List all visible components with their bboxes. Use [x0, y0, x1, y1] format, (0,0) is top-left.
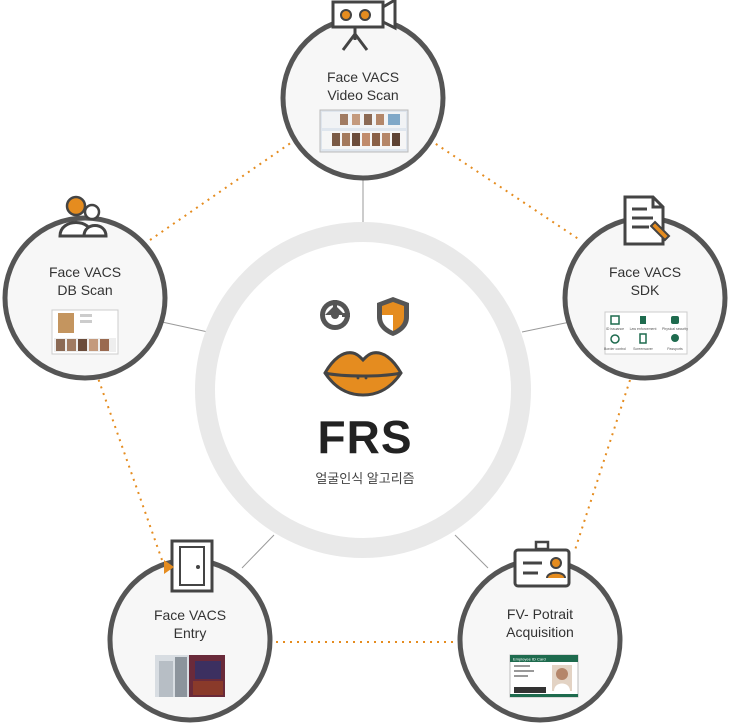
node-sdk: ID issuance Law enforcement Physical sec… — [562, 195, 728, 381]
spokes — [161, 175, 571, 569]
spoke-db — [161, 321, 209, 333]
label-sdk: Face VACS SDK — [570, 263, 720, 299]
document-pen-icon — [623, 195, 671, 246]
door-icon — [164, 539, 214, 593]
sdk-item-2: Physical security — [662, 327, 688, 331]
spoke-entry — [241, 534, 275, 569]
spoke-acquisition — [454, 534, 489, 569]
entry-line2: Entry — [173, 625, 207, 641]
node-acquisition: Employee ID Card — [457, 540, 623, 723]
label-db-scan: Face VACS DB Scan — [10, 263, 160, 299]
sdk-item-5: Passports — [667, 347, 683, 351]
connector-video-sdk — [429, 139, 581, 241]
center-outer-ring — [195, 222, 531, 558]
acquisition-line2: Acquisition — [506, 624, 574, 640]
db-scan-line1: Face VACS — [48, 264, 122, 280]
center-subtitle: 얼굴인식 알고리즘 — [315, 471, 415, 486]
label-acquisition: FV- Potrait Acquisition — [465, 605, 615, 641]
dotted-connectors — [97, 139, 631, 643]
video-camera-icon — [331, 0, 397, 51]
lips-icon — [323, 351, 403, 397]
acquisition-line1: FV- Potrait — [506, 606, 574, 622]
users-icon — [58, 195, 108, 238]
entry-photo — [155, 655, 225, 697]
center-title: FRS — [317, 411, 413, 463]
video-scan-line1: Face VACS — [326, 69, 400, 85]
sdk-line1: Face VACS — [608, 264, 682, 280]
sdk-thumbnail: ID issuance Law enforcement Physical sec… — [604, 311, 688, 355]
node-video-scan — [280, 0, 446, 181]
node-entry — [107, 539, 273, 723]
employee-id-card: Employee ID Card — [509, 654, 579, 698]
connector-entry-db — [97, 377, 163, 561]
shield-icon — [377, 297, 409, 336]
connector-db-video — [149, 139, 296, 241]
video-scan-screenshot — [319, 109, 409, 153]
db-scan-line2: DB Scan — [57, 282, 113, 298]
id-badge-icon — [513, 540, 571, 588]
label-video-scan: Face VACS Video Scan — [288, 68, 438, 104]
id-card-header: Employee ID Card — [513, 657, 546, 662]
label-entry: Face VACS Entry — [115, 606, 265, 642]
sdk-item-0: ID issuance — [606, 327, 624, 331]
sdk-item-1: Law enforcement — [630, 327, 657, 331]
video-scan-line2: Video Scan — [327, 87, 399, 103]
entry-line1: Face VACS — [153, 607, 227, 623]
connector-sdk-acquisition — [574, 379, 631, 551]
spoke-sdk — [521, 321, 571, 333]
db-scan-screenshot — [51, 309, 119, 355]
sdk-item-3: Border control — [604, 347, 626, 351]
sdk-line2: SDK — [630, 282, 660, 298]
sdk-item-4: Screensaver — [633, 347, 653, 351]
aperture-icon — [320, 300, 350, 330]
node-db-scan — [2, 195, 168, 381]
